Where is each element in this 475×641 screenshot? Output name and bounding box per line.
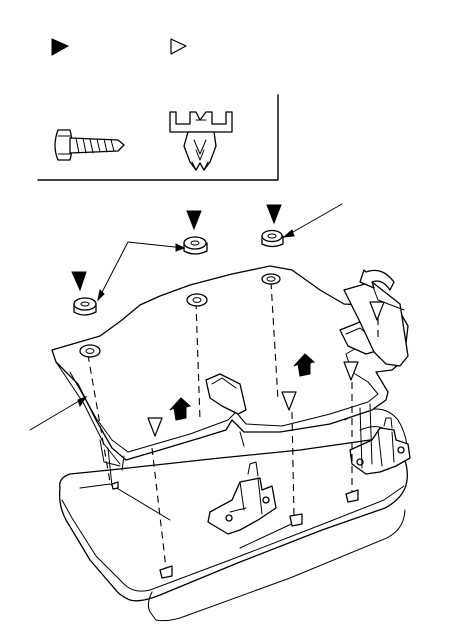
hinge-bracket-right [349, 417, 411, 475]
screw-icon [54, 129, 125, 161]
black-triangle-icon [51, 38, 70, 56]
clip-hole-3 [345, 489, 359, 503]
leader-lines [29, 203, 343, 431]
hinge-bracket-center [207, 461, 277, 535]
clip-icon [169, 111, 233, 171]
lift-arrows [169, 353, 316, 421]
white-triangle-icon [147, 417, 163, 437]
white-triangle-icon [369, 301, 385, 321]
cover-panel [51, 265, 409, 487]
screw-washer-2 [183, 236, 208, 255]
up-arrow-icon [293, 353, 316, 377]
clip-hole-1 [159, 565, 173, 579]
screw-washer-3 [261, 229, 284, 248]
rotate-arrow-icon [359, 269, 395, 291]
up-arrow-icon [169, 397, 192, 421]
clip-hole-2 [289, 513, 303, 527]
black-triangle-icon [266, 204, 282, 225]
panel-holes [79, 273, 281, 358]
white-triangle-icon [170, 38, 187, 55]
legend [37, 38, 279, 181]
screw-markers [71, 204, 282, 292]
fastener-box [37, 94, 279, 181]
white-triangle-icon [343, 361, 359, 381]
screw-washer-1 [73, 297, 97, 316]
installation-guides [87, 281, 379, 569]
white-triangle-icon [281, 391, 297, 411]
clip-markers [147, 301, 385, 437]
black-triangle-icon [186, 210, 202, 231]
screw-hole-base [111, 481, 119, 490]
black-triangle-icon [71, 271, 87, 292]
